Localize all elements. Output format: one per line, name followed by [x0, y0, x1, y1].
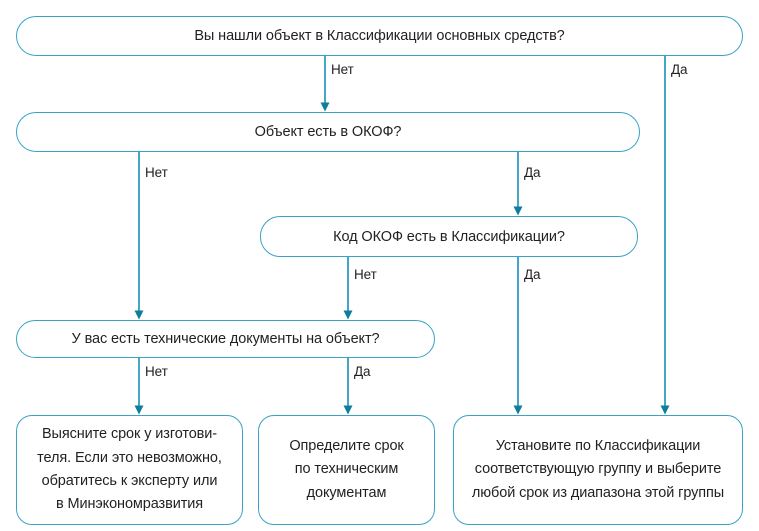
edge-label-q4-no: Нет: [145, 364, 168, 379]
node-question-okof-code[interactable]: Код ОКОФ есть в Классификации?: [260, 216, 638, 257]
node-label: У вас есть технические документы на объе…: [71, 331, 380, 347]
node-question-classification[interactable]: Вы нашли объект в Классификации основных…: [16, 16, 743, 56]
node-label: Выясните срок у изготови-теля. Если это …: [37, 426, 222, 513]
edge-label-q2-no: Нет: [145, 165, 168, 180]
edge-label-q3-yes: Да: [524, 267, 541, 282]
node-result-manufacturer[interactable]: Выясните срок у изготови-теля. Если это …: [16, 415, 243, 525]
node-label: Вы нашли объект в Классификации основных…: [194, 28, 565, 44]
edge-label-q4-yes: Да: [354, 364, 371, 379]
node-label: Объект есть в ОКОФ?: [254, 124, 402, 140]
edge-label-q3-no: Нет: [354, 267, 377, 282]
edge-label-q1-yes: Да: [671, 62, 688, 77]
node-label: Код ОКОФ есть в Классификации?: [333, 228, 565, 245]
node-question-okof[interactable]: Объект есть в ОКОФ?: [16, 112, 640, 152]
node-question-technical-docs[interactable]: У вас есть технические документы на объе…: [16, 320, 435, 358]
edge-label-q1-no: Нет: [331, 62, 354, 77]
edge-label-q2-yes: Да: [524, 165, 541, 180]
